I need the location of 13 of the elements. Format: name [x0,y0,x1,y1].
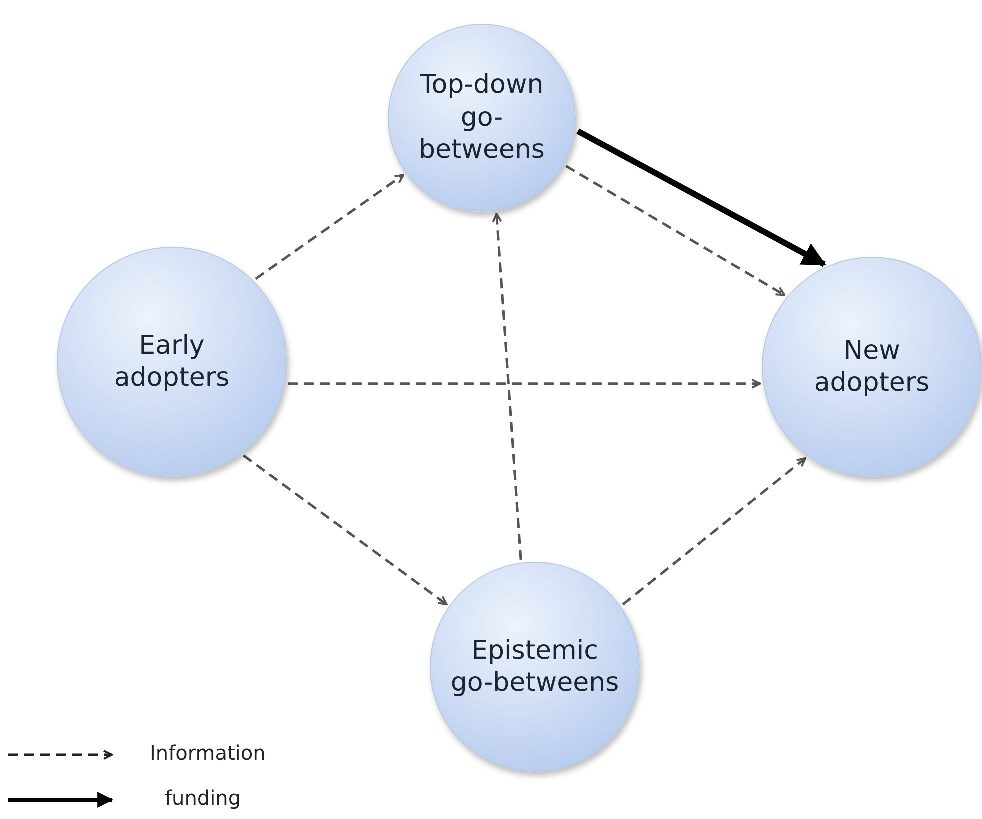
node-label: New adopters [813,334,931,400]
arrow [576,128,827,268]
arrow [243,454,448,606]
arrow [492,212,522,560]
node-label: Top-down go-betweens [418,69,546,167]
node-label: Early adopters [113,330,231,394]
legend-label: funding [165,786,242,810]
arrow [255,174,405,280]
arrow [288,378,762,389]
node-label: Epistemic go-betweens [450,634,620,700]
arrow [566,165,786,296]
legend-label: Information [150,741,266,765]
arrow [622,457,807,606]
